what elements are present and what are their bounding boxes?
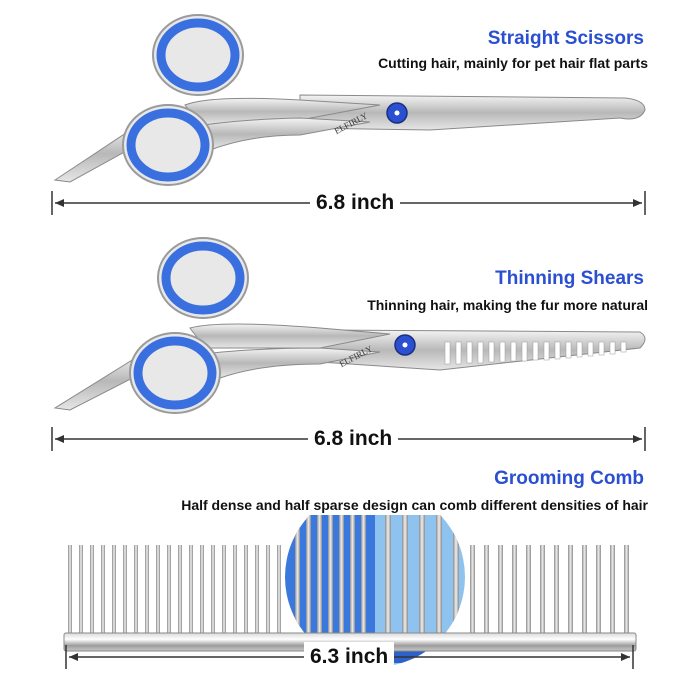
straight-scissors-brand-mark: ELFIRLY bbox=[333, 110, 370, 135]
straight-scissors-description: Cutting hair, mainly for pet hair flat p… bbox=[378, 55, 648, 71]
thinning-shears-title: Thinning Shears bbox=[495, 268, 644, 289]
straight-scissors-brand: ELFIRLY bbox=[333, 110, 370, 135]
straight-scissors-image bbox=[53, 14, 646, 186]
grooming-comb-description: Half dense and half sparse design can co… bbox=[181, 497, 648, 513]
thinning-shears-brand: ELFIRLY bbox=[338, 343, 375, 368]
thinning-shears-description: Thinning hair, making the fur more natur… bbox=[367, 297, 648, 313]
thinning-shears-length: 6.8 inch bbox=[308, 424, 399, 454]
straight-scissors-measure: 6.8 inch bbox=[0, 188, 700, 218]
straight-scissors-title: Straight Scissors bbox=[487, 28, 644, 49]
grooming-comb-length: 6.3 inch bbox=[304, 642, 395, 672]
thinning-shears-brand-mark: ELFIRLY bbox=[338, 343, 375, 368]
thinning-shears-image bbox=[53, 237, 646, 414]
grooming-comb-title: Grooming Comb bbox=[494, 468, 644, 489]
thinning-shears-measure: 6.8 inch bbox=[0, 424, 700, 454]
straight-scissors-length: 6.8 inch bbox=[310, 188, 401, 218]
grooming-comb-measure: 6.3 inch bbox=[0, 642, 700, 672]
